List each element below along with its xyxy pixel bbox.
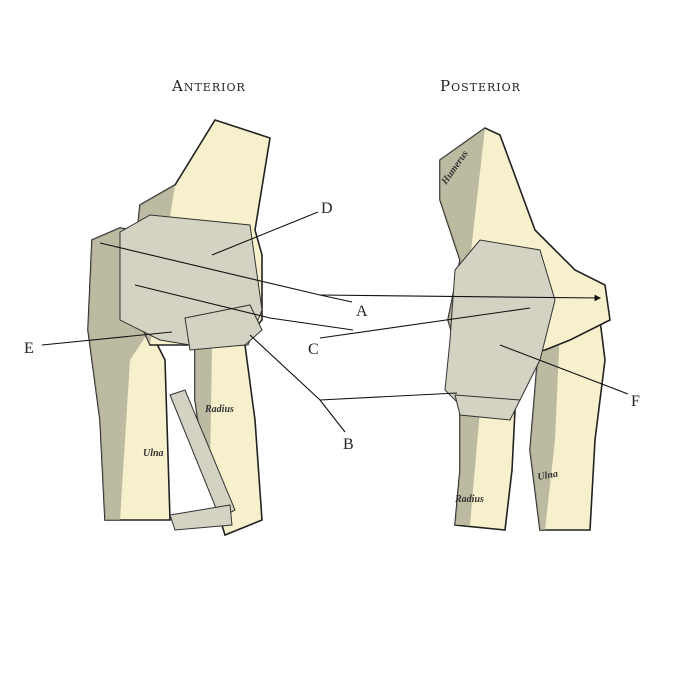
leader-b-anterior <box>249 334 346 433</box>
posterior-radius-label: Radius <box>454 494 484 505</box>
anterior-ulna-label: Ulna <box>143 448 164 459</box>
leader-d <box>211 211 319 256</box>
interosseous-cord <box>169 389 236 519</box>
anterior-view: Radius Ulna <box>87 119 271 537</box>
posterior-title: Posterior <box>440 77 521 95</box>
posterior-view: Humerus Radius Ulna <box>439 127 611 531</box>
leader-f <box>499 344 629 395</box>
posterior-capsule-ligament <box>444 239 556 416</box>
leader-c-posterior <box>319 307 531 339</box>
anterior-radius-label: Radius <box>204 404 234 415</box>
leader-c-anterior <box>134 284 354 331</box>
anterior-title: Anterior <box>171 77 246 95</box>
label-a: A <box>356 303 368 320</box>
leader-b-posterior <box>319 392 458 401</box>
posterior-ulna-label: Ulna <box>537 469 559 483</box>
label-f: F <box>631 393 640 410</box>
label-c: C <box>308 341 319 358</box>
label-b: B <box>343 436 354 453</box>
leader-a-posterior <box>319 294 602 302</box>
leader-e <box>41 331 173 346</box>
label-e: E <box>24 340 34 357</box>
label-d: D <box>321 200 333 217</box>
leader-lines <box>41 211 629 433</box>
